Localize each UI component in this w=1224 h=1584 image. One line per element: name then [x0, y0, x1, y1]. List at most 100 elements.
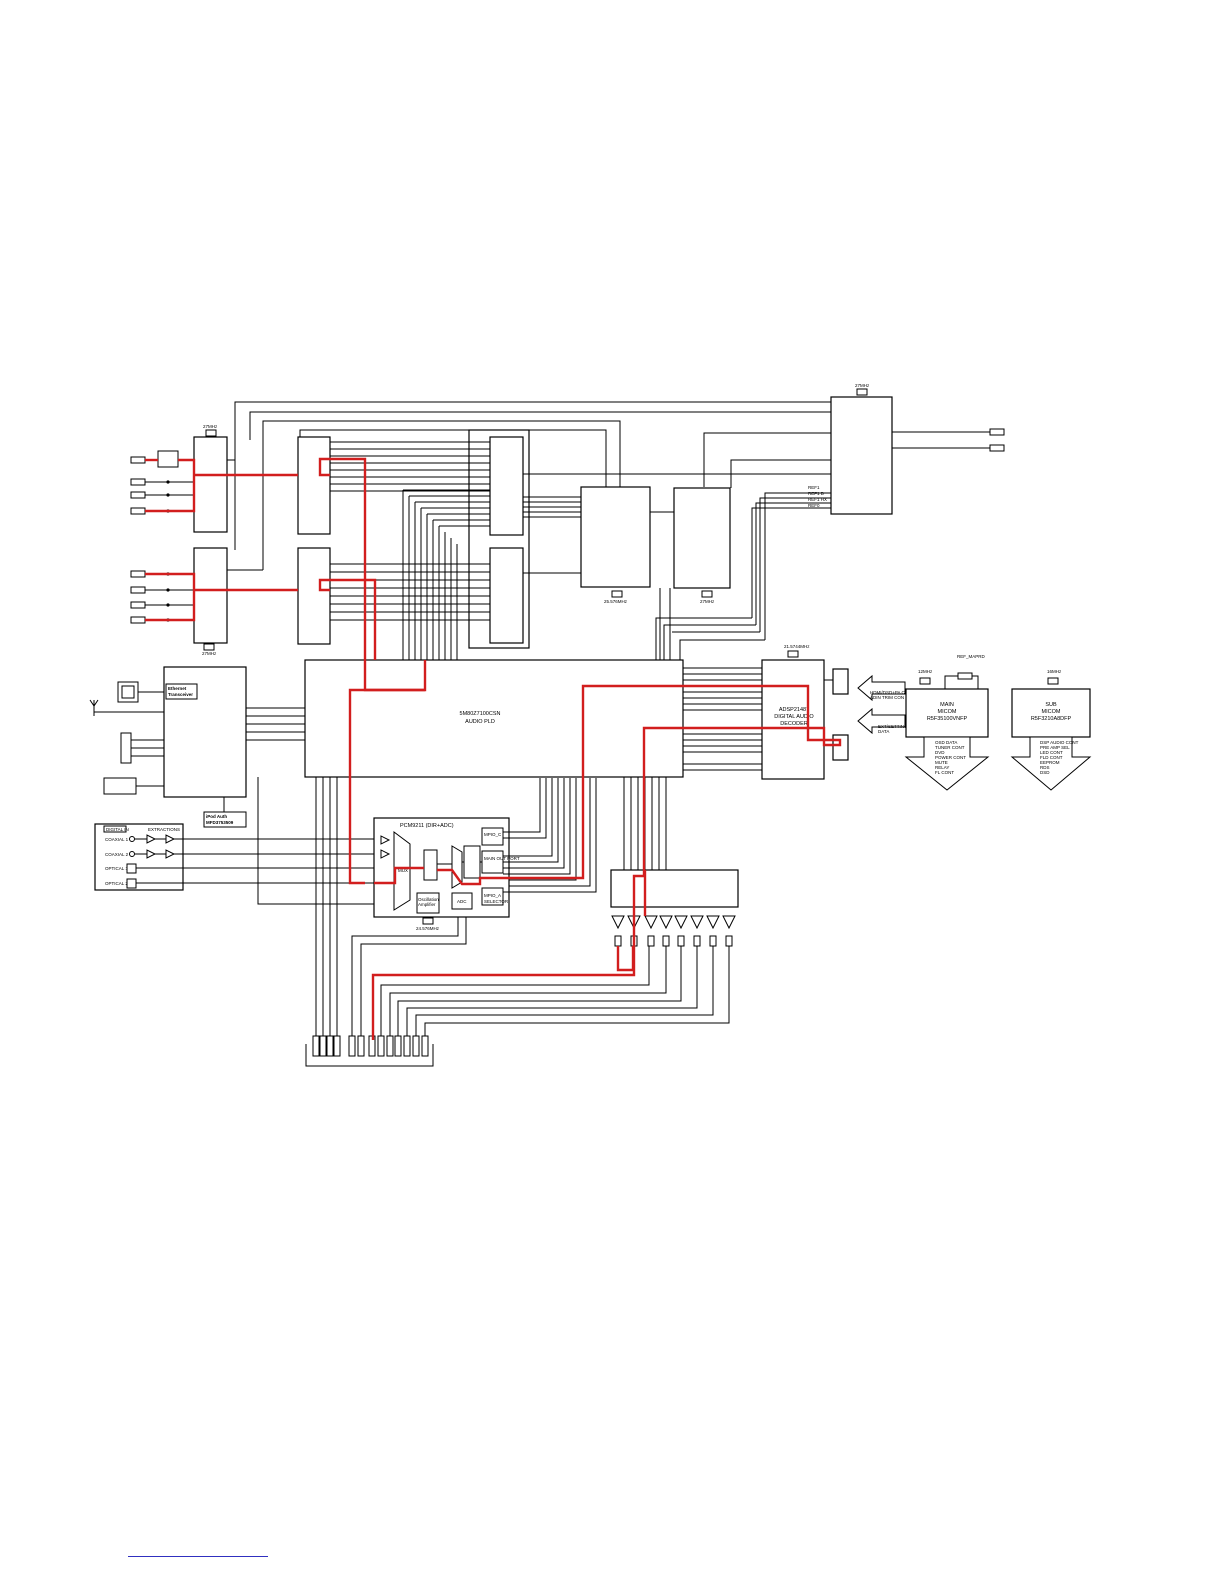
arrow-upper-label-1: HDMI/DSD+PA CON [870, 690, 912, 695]
adc-block [451, 892, 473, 910]
switch-upper [489, 436, 524, 536]
pcm-dir [423, 849, 438, 881]
svg-text:PRE AMP SEL: PRE AMP SEL [1040, 745, 1070, 750]
video-output-block [673, 487, 731, 589]
input-block-lower [193, 547, 228, 644]
antenna-icon [89, 699, 164, 716]
digital-in-title-box [103, 825, 127, 833]
signal-path-highlight [145, 457, 842, 1040]
input-jack-u4 [130, 507, 146, 515]
arrow-lower [857, 707, 906, 735]
svg-text:MUTE: MUTE [935, 760, 948, 765]
sub-micom-line2: MICOM [1042, 709, 1061, 715]
crystal-upper-label: 27MHz [203, 424, 218, 429]
video-processor-block [580, 486, 651, 588]
digital-input-4: OPTICAL 2 [105, 881, 128, 886]
pld-to-dsp-bus [683, 667, 762, 771]
dsp-memory-upper [832, 668, 849, 695]
audio-pld-line1: 5M80Z7100CSN [460, 711, 501, 717]
sub-micom-line3: R5F3210A8DFP [1031, 716, 1072, 722]
signal-label-1: REF1 [808, 485, 820, 490]
digital-input-3: OPTICAL 1 [105, 866, 128, 871]
digital-input-2: COAXIAL 2 [105, 852, 129, 857]
signal-label-3: REF1 HX [808, 497, 827, 502]
main-micom-arrow [904, 736, 990, 791]
main-micom-resistor [957, 672, 973, 680]
svg-text:DVD: DVD [935, 750, 945, 755]
sub-micom-line1: SUB [1045, 702, 1057, 708]
crystal-vo [701, 590, 713, 598]
input-jack-filter [157, 450, 179, 468]
pcm9211-title: PCM9211 (DIR+ADC) [400, 823, 454, 829]
ipod-line1: iPod Auth [206, 814, 227, 819]
main-micom-line3: R5F35100VNFP [927, 716, 968, 722]
dock-connector [103, 777, 137, 795]
dsp-line2: DIGITAL AUDIO [774, 714, 814, 720]
switch-outer [468, 429, 530, 649]
pcm-main-out-label: MAIN OUT PORT [484, 856, 520, 861]
main-micom-line1: MAIN [940, 702, 954, 708]
ethernet-line1: Ethernet [168, 686, 187, 691]
input-block-upper [193, 436, 228, 533]
main-micom-block [905, 688, 989, 738]
crystal-upper [205, 429, 217, 437]
pcm-mpio-c [481, 827, 504, 846]
svg-text:FL CONT: FL CONT [935, 770, 954, 775]
crystal-lower-label: 27MHz [202, 651, 217, 656]
ipod-line2: MFD3753509 [206, 820, 234, 825]
switch-lower [489, 547, 524, 644]
input-jack-l1 [130, 570, 146, 578]
dsp-memory-lower [832, 734, 849, 761]
sub-micom-xtal: 16MHz [1047, 669, 1062, 674]
arrow-upper-label-2: ADIN TRIM CON [870, 695, 904, 700]
svg-text:FLD CONT: FLD CONT [1040, 755, 1063, 760]
output-buffers [611, 915, 736, 930]
signal-label-2: REF1 B [808, 491, 824, 496]
ethernet-label-box [165, 683, 198, 700]
svg-text:POWER CONT: POWER CONT [935, 755, 966, 760]
osc-amp-line1: Oscillation [418, 897, 439, 902]
footer-link-underline[interactable] [128, 1556, 268, 1557]
crystal-vp-label: 25.576MHz [604, 599, 628, 604]
pld-to-dac-lines [623, 777, 667, 870]
svg-text:TUNER CONT: TUNER CONT [935, 745, 965, 750]
arrow-lower-label-1: EXT/SETTING [878, 724, 908, 729]
dac-block [610, 869, 739, 908]
digital-in-header: EXTRACTIONS [148, 827, 180, 832]
ethernet-line2: Transceiver [168, 692, 193, 697]
adc-label: ADC [457, 899, 467, 904]
crystal-pcm [422, 917, 434, 925]
main-micom-list: OSD DATA TUNER CONT DVD POWER CONT MUTE … [935, 740, 966, 775]
crystal-dsp [787, 650, 799, 658]
pcm-mux-label: MUX [398, 868, 408, 873]
pld-bottom-left-lines [257, 777, 374, 1040]
dsp-line3: DECODER [780, 721, 808, 727]
input-jack-l3 [130, 601, 146, 609]
osc-amp-line2: Amplifier [418, 902, 436, 907]
ipod-auth-block [203, 811, 247, 828]
bus-lower [330, 563, 490, 621]
svg-text:RDS: RDS [1040, 765, 1050, 770]
audio-pld-block [304, 659, 684, 778]
serial-port [120, 732, 132, 764]
pcm-mpio-a [481, 887, 504, 906]
bus-vertical [402, 489, 490, 660]
digital-in-title: DIGITAL IN [106, 827, 129, 832]
sub-micom-arrow [1010, 736, 1092, 791]
main-micom-xtal: 12MHz [918, 669, 933, 674]
output-connector-2 [989, 444, 1005, 452]
main-micom-tag: REF_MAPRD [957, 654, 986, 659]
crystal-dsp-label: 21.5744MHz [784, 644, 810, 649]
dsp-block [761, 659, 825, 780]
output-connector-1 [989, 428, 1005, 436]
pcm-mpio-c-label: MPIO_C [484, 832, 502, 837]
input-jack-u3 [130, 491, 146, 499]
crystal-vo-label: 27MHz [700, 599, 715, 604]
sub-micom-list: DSP AUDIO CONT PRE AMP SEL LED CONT FLD … [1040, 740, 1079, 775]
buffer-jacks [614, 935, 733, 947]
osc-amp-block [416, 892, 440, 914]
svg-text:LED CONT: LED CONT [1040, 750, 1063, 755]
bus-upper [330, 441, 490, 492]
buffer-to-connector-lines [380, 946, 730, 1040]
sub-micom-block [1011, 688, 1091, 738]
